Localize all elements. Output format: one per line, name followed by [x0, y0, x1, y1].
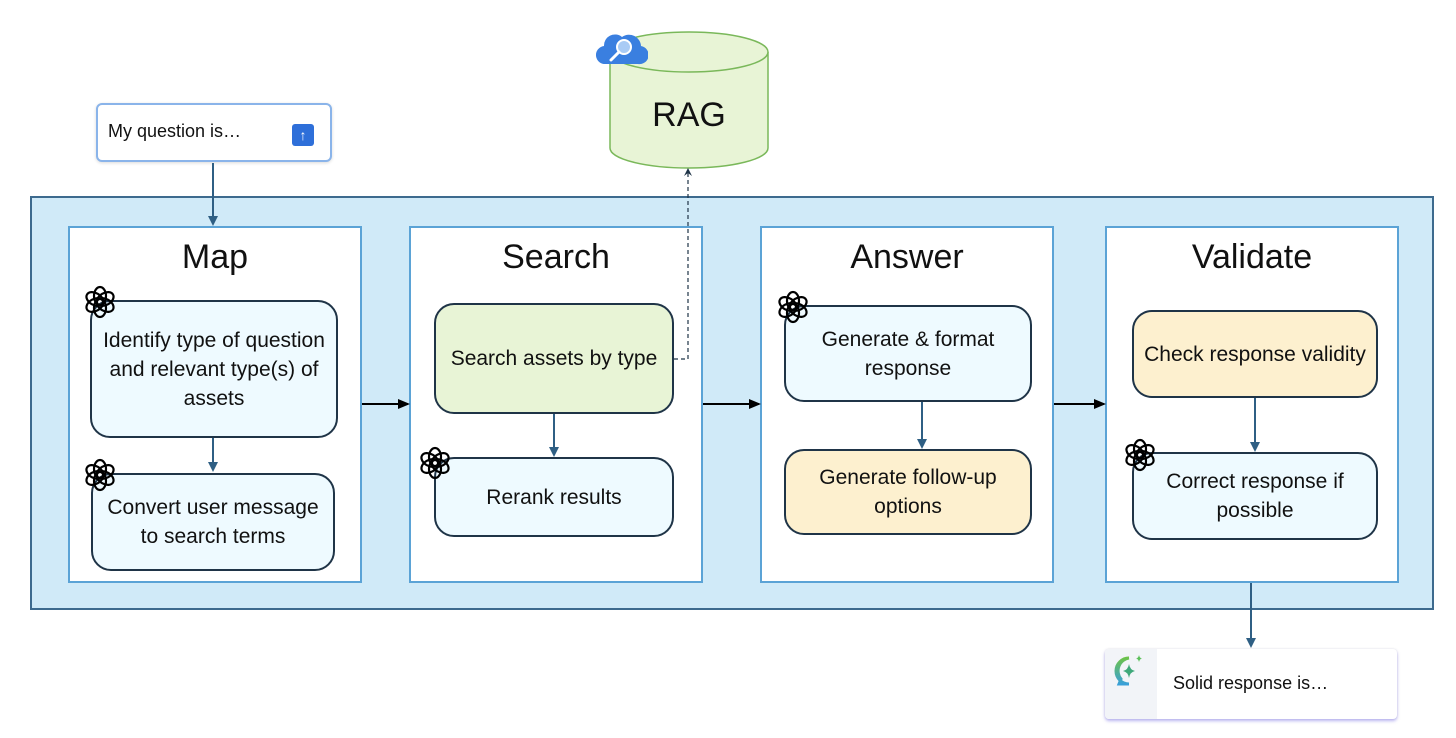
- llm-icon: [85, 458, 115, 492]
- step-check-validity[interactable]: Check response validity: [1132, 310, 1378, 398]
- step-label: Generate & format response: [821, 327, 995, 380]
- rag-database[interactable]: [600, 20, 780, 180]
- sparkle-chat-icon: [1114, 655, 1142, 686]
- stage-title: Answer: [850, 238, 964, 276]
- step-correct-response[interactable]: Correct response if possible: [1132, 452, 1378, 540]
- step-label: Generate follow-up options: [819, 466, 997, 518]
- step-generate-response[interactable]: Generate & format response: [784, 305, 1032, 402]
- step-label: Correct response if possible: [1166, 470, 1344, 522]
- step-convert-message[interactable]: Convert user message to search terms: [91, 473, 335, 571]
- step-label: Search assets by type: [450, 347, 658, 370]
- send-button[interactable]: ↑: [292, 124, 314, 146]
- stage-title: Map: [181, 238, 249, 276]
- step-label: Identify type of question and relevant t…: [103, 328, 325, 410]
- step-label: Check response validity: [1144, 342, 1366, 366]
- llm-icon: [85, 285, 115, 319]
- step-identify-question-type[interactable]: Identify type of question and relevant t…: [90, 300, 338, 438]
- step-label: Convert user message to search terms: [107, 496, 319, 548]
- cloud-search-icon: [596, 34, 648, 65]
- question-input-text: My question is…: [108, 121, 242, 141]
- question-input[interactable]: My question is… ↑: [96, 103, 332, 162]
- step-generate-followups[interactable]: Generate follow-up options: [784, 449, 1032, 535]
- output-text: Solid response is…: [1173, 673, 1329, 693]
- rag-label: RAG: [652, 96, 726, 134]
- arrow-up-icon: ↑: [299, 127, 307, 143]
- dashed-search-to-rag: [674, 168, 692, 360]
- output-icon-panel: [1105, 649, 1157, 719]
- llm-icon: [1125, 438, 1155, 472]
- llm-icon: [778, 290, 808, 324]
- step-search-assets[interactable]: Search assets by type: [434, 303, 674, 414]
- response-output: Solid response is…: [1105, 649, 1397, 719]
- stage-title: Validate: [1191, 238, 1313, 276]
- step-rerank-results[interactable]: Rerank results: [434, 457, 674, 537]
- stage-title: Search: [502, 238, 610, 276]
- llm-icon: [420, 446, 450, 480]
- step-label: Rerank results: [486, 485, 622, 509]
